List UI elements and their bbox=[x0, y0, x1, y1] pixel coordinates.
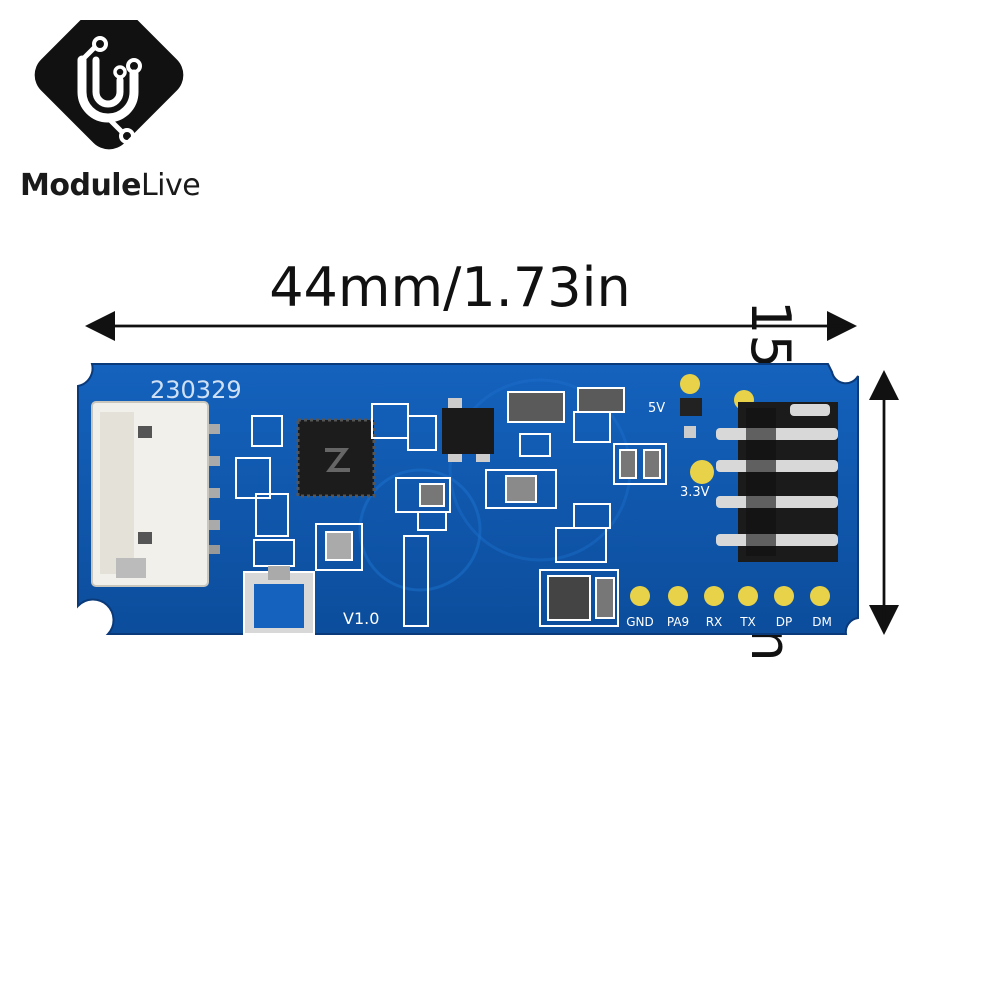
shield-pad bbox=[243, 566, 315, 635]
pin-header bbox=[716, 402, 838, 562]
width-dimension-label: 44mm/1.73in bbox=[269, 256, 631, 319]
label-3v3: 3.3V bbox=[680, 485, 710, 500]
mcu-chip bbox=[296, 418, 376, 498]
pin-label-tx: TX bbox=[739, 615, 756, 629]
brand-name-light: Live bbox=[140, 168, 201, 203]
brand-name: ModuleLive bbox=[20, 168, 210, 208]
smd-components bbox=[235, 387, 667, 627]
pin-label-dp: DP bbox=[776, 615, 792, 629]
label-5v: 5V bbox=[648, 401, 665, 416]
version-label: V1.0 bbox=[343, 609, 379, 628]
date-code: 230329 bbox=[150, 376, 242, 404]
pin-label-pa9: PA9 bbox=[667, 615, 689, 629]
gold-pads bbox=[630, 586, 830, 606]
voltage-regulator bbox=[442, 398, 494, 462]
pin-label-rx: RX bbox=[706, 615, 723, 629]
pin-label-dm: DM bbox=[812, 615, 832, 629]
circuit-u-logo-icon bbox=[34, 20, 184, 150]
pin-label-gnd: GND bbox=[626, 615, 654, 629]
jst-connector bbox=[91, 401, 220, 587]
brand-name-bold: Module bbox=[20, 168, 141, 203]
